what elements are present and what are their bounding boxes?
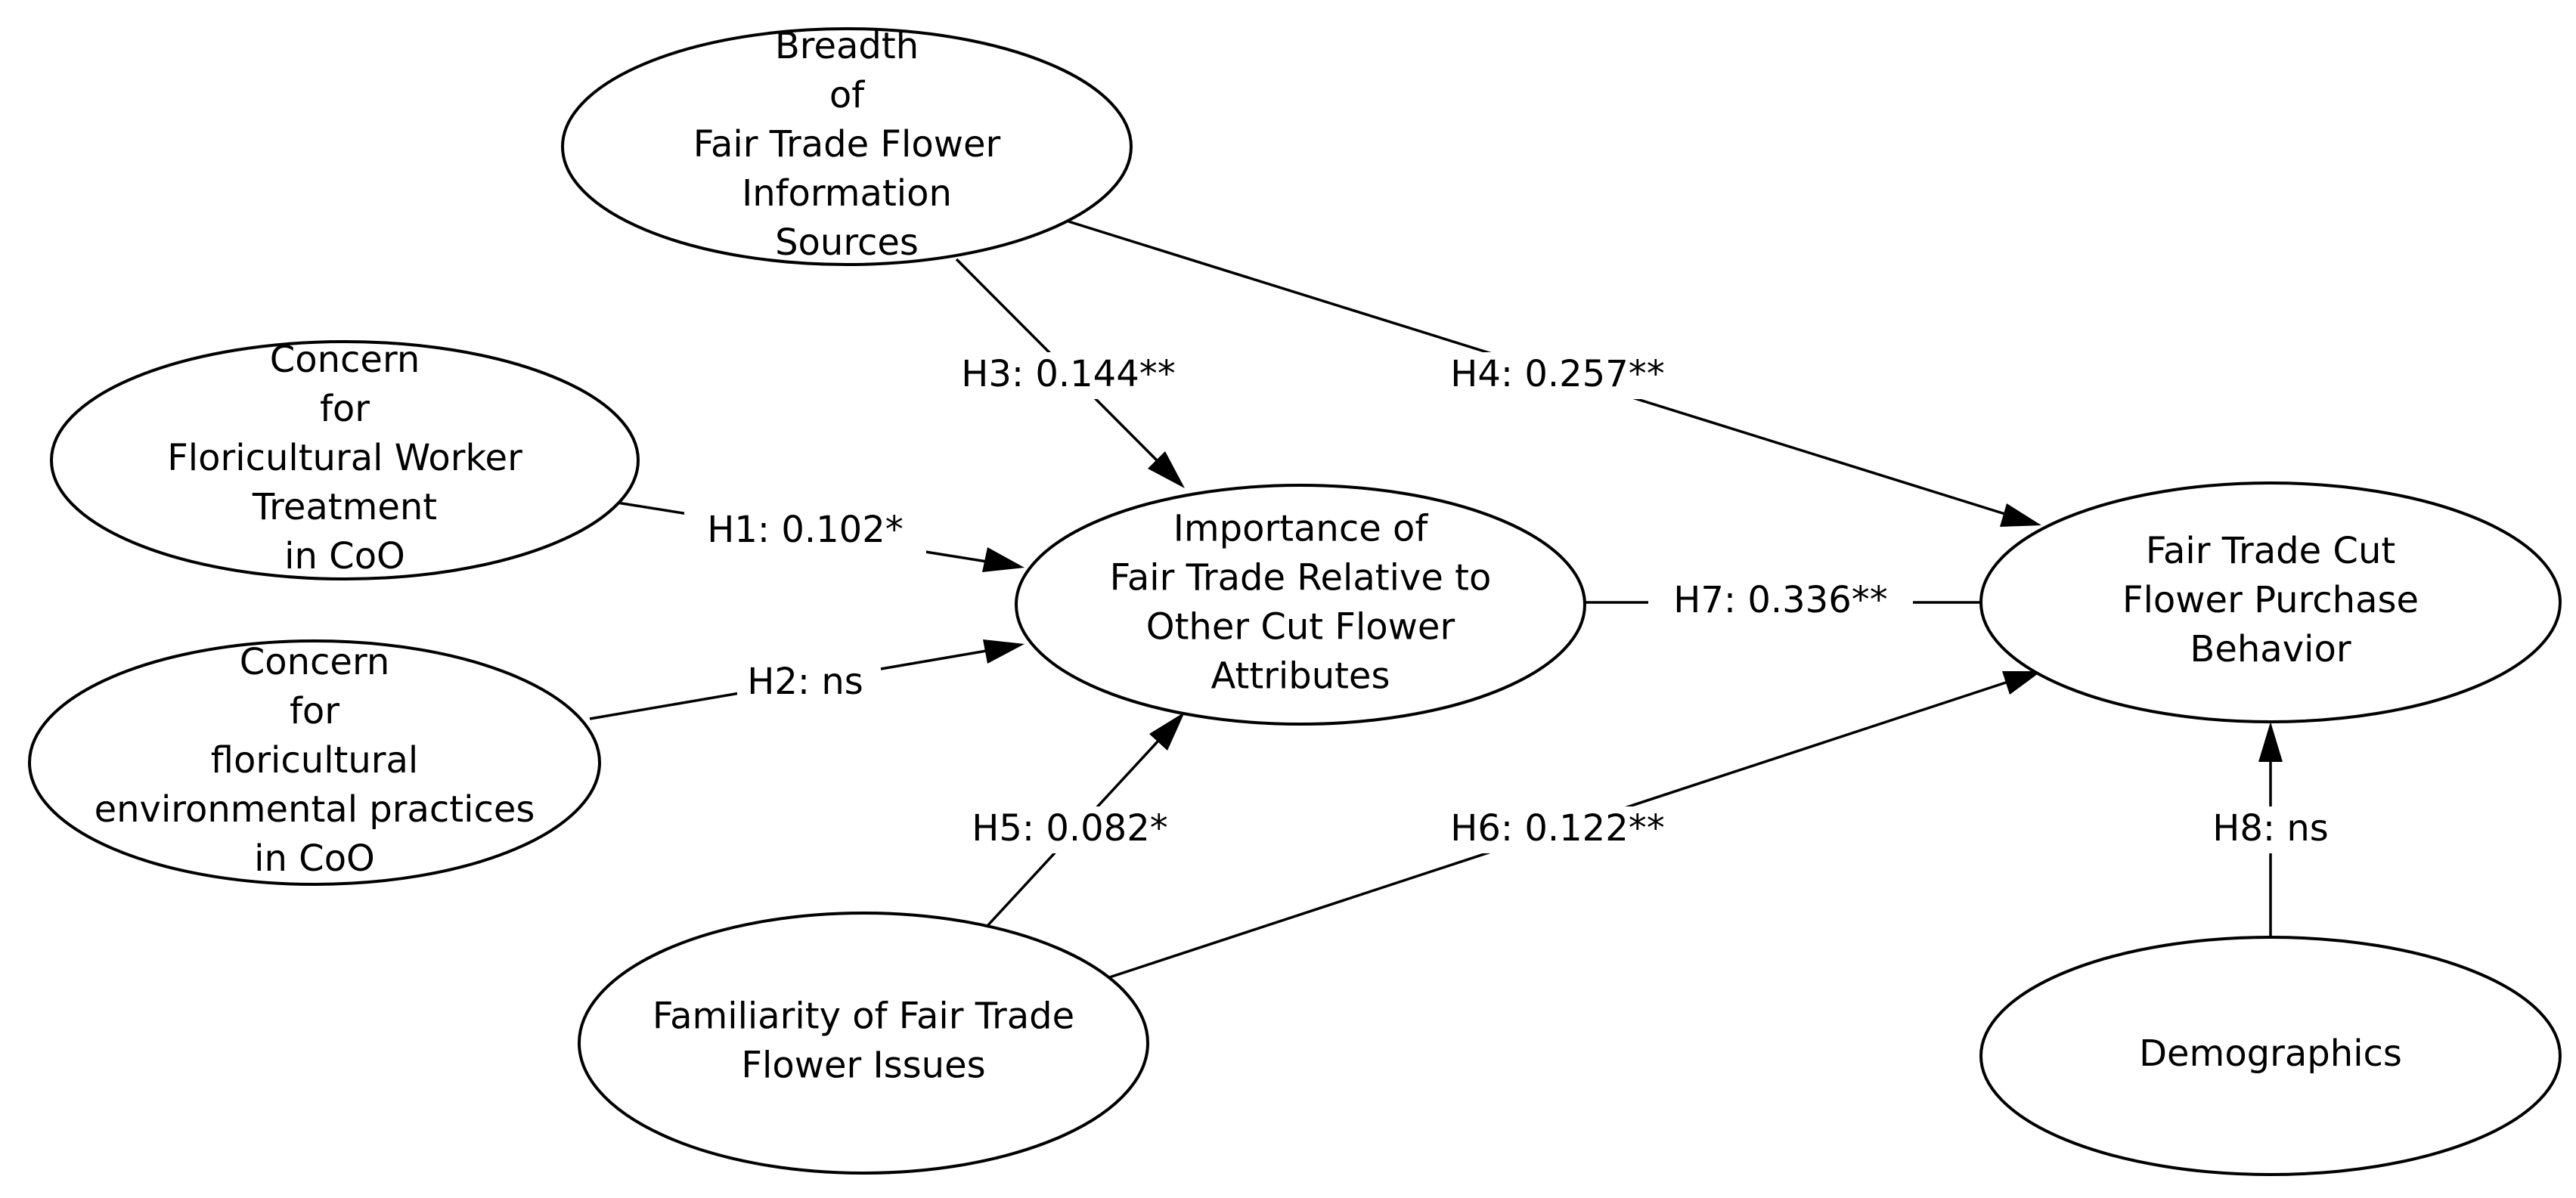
node-importance-of-fair-trade-ellipse: [1015, 484, 1586, 726]
edge-h4-label: H4: 0.257**: [1450, 353, 1664, 395]
node-demographics: Demographics: [1979, 936, 2562, 1176]
node-importance-of-fair-trade-line-3: Other Cut Flower: [1146, 606, 1455, 649]
node-breadth-of-information-sources-line-2: of: [829, 74, 865, 116]
node-importance-of-fair-trade-line-2: Fair Trade Relative to: [1110, 557, 1492, 599]
edge-h2-arrowhead: [983, 639, 1025, 664]
edge-h8-label: H8: ns: [2212, 807, 2329, 850]
edge-h2-label-bg: [737, 660, 881, 707]
node-breadth-of-information-sources-line-1: Breadth: [775, 25, 919, 67]
edge-h3-arrowhead: [1148, 451, 1185, 488]
node-concern-environmental-practices-line-2: for: [290, 690, 339, 732]
node-breadth-of-information-sources-line-3: Fair Trade Flower: [693, 123, 1001, 166]
node-concern-worker-treatment-ellipse: [50, 340, 640, 580]
node-concern-worker-treatment-line-4: Treatment: [252, 486, 437, 528]
edge-h7-label: H7: 0.336**: [1673, 579, 1887, 621]
node-concern-environmental-practices-line-5: in CoO: [254, 837, 375, 880]
edge-h4-label-bg: [1421, 352, 1686, 399]
edge-h6-arrowhead: [2002, 671, 2041, 695]
node-importance-of-fair-trade: Importance of Fair Trade Relative to Other…: [1015, 484, 1586, 726]
node-purchase-behavior-ellipse: [1979, 481, 2562, 723]
node-importance-of-fair-trade-line-4: Attributes: [1211, 655, 1390, 698]
edge-h3-label-bg: [938, 352, 1202, 399]
edge-h2-label: H2: ns: [747, 661, 863, 703]
node-concern-environmental-practices-line-4: environmental practices: [95, 788, 535, 831]
node-breadth-of-information-sources-line-5: Sources: [775, 221, 919, 264]
edge-h8-label-bg: [2196, 806, 2345, 853]
edge-h5-label: H5: 0.082*: [972, 807, 1167, 850]
edge-h4-arrowhead: [2000, 503, 2041, 527]
node-purchase-behavior-line-3: Behavior: [2190, 628, 2351, 670]
edge-h1-label-bg: [684, 508, 926, 555]
node-breadth-of-information-sources-line-4: Information: [742, 172, 952, 215]
node-concern-worker-treatment-line-5: in CoO: [284, 535, 405, 577]
node-familiarity-fair-trade-issues-line-1: Familiarity of Fair Trade: [653, 995, 1074, 1038]
edge-h7-label-bg: [1648, 578, 1913, 625]
node-familiarity-fair-trade-issues-ellipse: [578, 912, 1149, 1175]
edges: H1: 0.102* H2: ns H3: 0.144** H4: 0.257*…: [589, 219, 2345, 986]
edge-h5-arrowhead: [1149, 712, 1185, 751]
node-demographics-ellipse: [1979, 936, 2562, 1176]
edge-h5-label-bg: [949, 806, 1191, 853]
edge-h8-arrowhead: [2258, 722, 2283, 762]
node-concern-worker-treatment-line-3: Floricultural Worker: [167, 437, 522, 479]
node-familiarity-fair-trade-issues-line-2: Flower Issues: [741, 1045, 985, 1087]
node-purchase-behavior-line-2: Flower Purchase: [2122, 579, 2419, 621]
node-concern-environmental-practices-line-3: floricultural: [211, 739, 419, 782]
edge-h1-label: H1: 0.102*: [707, 509, 903, 551]
node-concern-environmental-practices-ellipse: [28, 639, 601, 886]
edge-h3-label: H3: 0.144**: [961, 353, 1175, 395]
node-importance-of-fair-trade-line-1: Importance of: [1173, 508, 1429, 550]
edge-h6-label: H6: 0.122**: [1450, 807, 1664, 850]
node-concern-environmental-practices-line-1: Concern: [240, 641, 390, 683]
node-concern-worker-treatment-line-2: for: [320, 388, 370, 430]
node-purchase-behavior-line-1: Fair Trade Cut: [2146, 530, 2395, 572]
node-concern-environmental-practices: Concern for floricultural environmental pra…: [28, 639, 601, 886]
node-breadth-of-information-sources-ellipse: [561, 27, 1133, 266]
node-concern-worker-treatment-line-1: Concern: [270, 339, 420, 381]
edge-h1-arrowhead: [982, 547, 1025, 572]
edge-h6-label-bg: [1425, 806, 1690, 853]
node-demographics-line-1: Demographics: [2139, 1032, 2402, 1075]
